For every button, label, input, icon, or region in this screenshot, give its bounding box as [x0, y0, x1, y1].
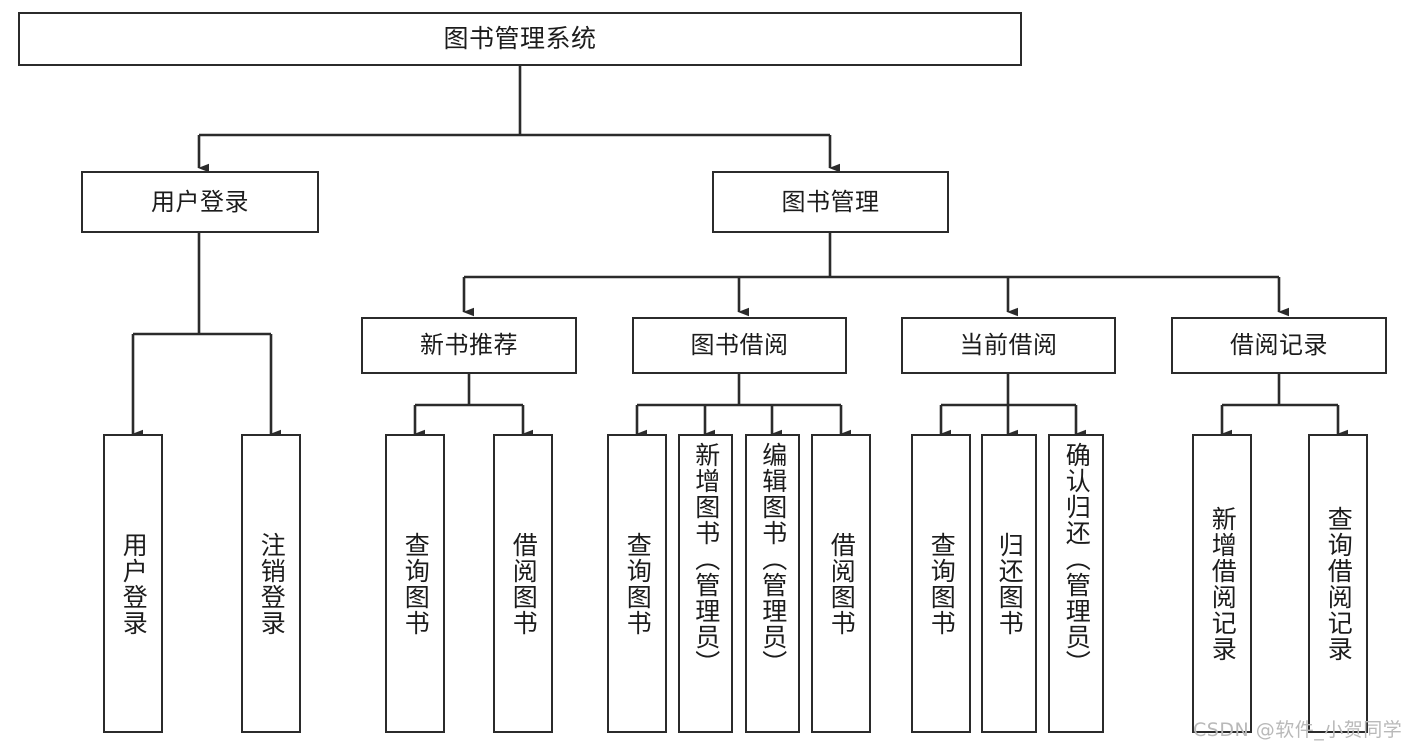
- node-label: 查询图书: [927, 531, 957, 636]
- node-label: 确认归还（管理员）: [1062, 442, 1092, 676]
- leaf-user-login-login[interactable]: 用户登录: [103, 434, 163, 733]
- leaf-current-borrow-confirm-return-admin[interactable]: 确认归还（管理员）: [1048, 434, 1104, 733]
- node-label: 图书管理系统: [443, 24, 597, 54]
- node-new-book-recommend[interactable]: 新书推荐: [361, 317, 577, 374]
- node-label: 借阅图书: [827, 531, 857, 636]
- node-label: 图书借阅: [690, 331, 789, 360]
- node-current-borrow[interactable]: 当前借阅: [901, 317, 1116, 374]
- node-label: 查询图书: [623, 531, 653, 636]
- node-label: 编辑图书（管理员）: [758, 442, 788, 676]
- node-label: 查询图书: [401, 531, 431, 636]
- node-label: 借阅图书: [509, 531, 539, 636]
- node-user-login[interactable]: 用户登录: [81, 171, 319, 233]
- node-label: 归还图书: [995, 531, 1025, 636]
- leaf-new-book-borrow-book[interactable]: 借阅图书: [493, 434, 553, 733]
- csdn-watermark: CSDN @软件_小贺同学: [1193, 719, 1403, 741]
- leaf-current-borrow-return-book[interactable]: 归还图书: [981, 434, 1037, 733]
- node-label: 新增借阅记录: [1208, 505, 1238, 662]
- leaf-book-borrow-edit-book-admin[interactable]: 编辑图书（管理员）: [745, 434, 800, 733]
- leaf-user-login-logout[interactable]: 注销登录: [241, 434, 301, 733]
- leaf-borrow-record-add-record[interactable]: 新增借阅记录: [1192, 434, 1252, 733]
- node-root-book-management-system[interactable]: 图书管理系统: [18, 12, 1022, 66]
- node-borrow-record[interactable]: 借阅记录: [1171, 317, 1387, 374]
- node-label: 注销登录: [257, 531, 287, 636]
- node-book-borrow[interactable]: 图书借阅: [632, 317, 847, 374]
- node-label: 图书管理: [781, 187, 880, 216]
- leaf-book-borrow-add-book-admin[interactable]: 新增图书（管理员）: [678, 434, 733, 733]
- leaf-new-book-query-book[interactable]: 查询图书: [385, 434, 445, 733]
- leaf-borrow-record-query-record[interactable]: 查询借阅记录: [1308, 434, 1368, 733]
- leaf-book-borrow-borrow-book[interactable]: 借阅图书: [811, 434, 871, 733]
- node-label: 查询借阅记录: [1324, 505, 1354, 662]
- node-label: 用户登录: [119, 531, 149, 636]
- node-label: 当前借阅: [959, 331, 1058, 360]
- node-label: 新增图书（管理员）: [691, 442, 721, 676]
- leaf-current-borrow-query-book[interactable]: 查询图书: [911, 434, 971, 733]
- node-label: 用户登录: [151, 187, 249, 216]
- node-label: 新书推荐: [420, 331, 518, 360]
- node-label: 借阅记录: [1230, 331, 1328, 360]
- node-book-management[interactable]: 图书管理: [712, 171, 949, 233]
- leaf-book-borrow-query-book[interactable]: 查询图书: [607, 434, 667, 733]
